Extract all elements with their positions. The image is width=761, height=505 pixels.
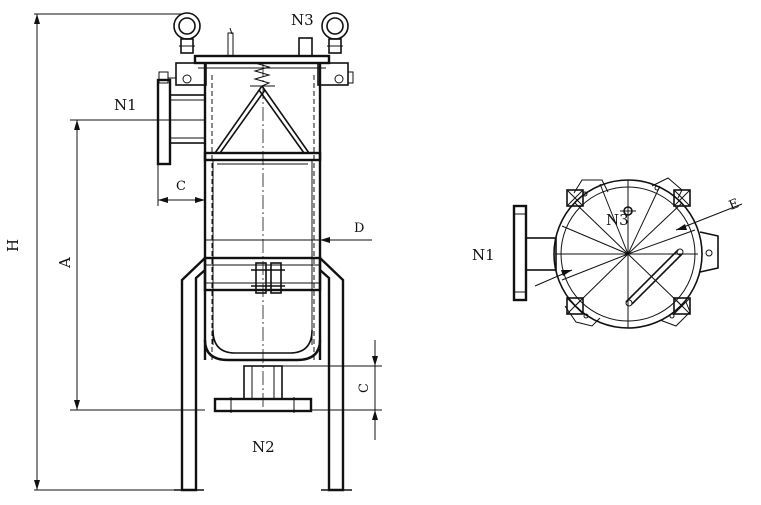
label-c-bottom: C	[357, 383, 372, 393]
n1-inlet-nozzle: N1	[114, 78, 206, 166]
label-h: H	[4, 239, 22, 252]
dimension-d: D	[205, 221, 372, 243]
label-e: E	[727, 196, 741, 213]
label-d: D	[354, 221, 364, 236]
n2-outlet-nozzle: N2	[213, 365, 313, 456]
n3-nozzle: N3	[291, 11, 314, 57]
support-legs	[174, 257, 352, 492]
dimension-c-side: C	[157, 164, 205, 206]
filter-basket	[203, 85, 322, 354]
lifting-eye-right	[321, 12, 349, 54]
dimension-h	[34, 13, 182, 491]
radial-lines	[555, 180, 698, 328]
dimension-c-bottom	[282, 340, 382, 440]
handle-slot	[625, 248, 684, 307]
label-c-side: C	[176, 179, 186, 194]
dimension-e: E	[534, 196, 743, 287]
n1-top-nozzle: N1	[472, 204, 557, 302]
dimension-a	[70, 119, 205, 411]
side-elevation-view: N3	[4, 11, 382, 492]
spring	[250, 62, 275, 87]
support-ring	[203, 256, 322, 294]
n3-top-symbol: N3	[606, 203, 636, 229]
label-n3-side: N3	[291, 11, 314, 29]
right-lug	[699, 231, 719, 273]
vent-pipe	[227, 27, 234, 57]
label-n2: N2	[252, 438, 275, 456]
lifting-eye-left	[173, 12, 201, 54]
label-n1-top: N1	[472, 246, 495, 264]
top-plan-view: N3 N1 E	[472, 177, 743, 329]
label-n3-top: N3	[606, 211, 629, 229]
vessel-shell	[203, 63, 322, 362]
label-n1-side: N1	[114, 96, 137, 114]
label-a: A	[56, 257, 74, 269]
